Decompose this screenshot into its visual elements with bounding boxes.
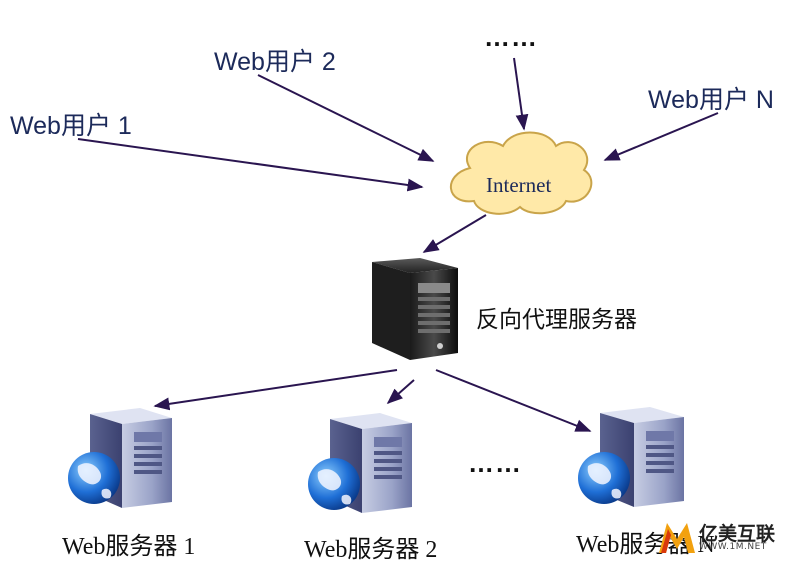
internet-cloud-icon: [450, 131, 593, 215]
arrow-user2-to-internet: [257, 74, 435, 162]
brand-m-icon: [659, 523, 695, 553]
web-server-2-label: Web服务器 2: [304, 537, 438, 563]
web-user-n-label: Web用户 N: [648, 86, 774, 114]
web-server-n-icon: [578, 407, 684, 507]
web-server-2-icon: [308, 413, 412, 513]
connection-arrows: [77, 57, 719, 432]
web-user-2-label: Web用户 2: [214, 48, 336, 76]
arrow-proxy-to-server2: [386, 379, 415, 405]
arrow-proxy-to-server1: [153, 369, 398, 411]
more-servers-ellipsis: ……: [468, 448, 522, 478]
web-user-1-label: Web用户 1: [10, 112, 132, 140]
brand-url: WWW.1M.NET: [699, 542, 767, 552]
arrow-user1-to-internet: [77, 138, 424, 192]
internet-label: Internet: [486, 173, 552, 197]
arrow-internet-to-proxy: [422, 214, 487, 253]
proxy-server-icon: [372, 258, 458, 360]
web-server-1-icon: [68, 408, 172, 508]
watermark-logo: 亿美互联 WWW.1M.NET: [657, 519, 803, 555]
web-server-1-label: Web服务器 1: [62, 534, 196, 560]
arrow-proxy-to-servern: [435, 369, 592, 432]
proxy-server-label: 反向代理服务器: [476, 307, 637, 333]
brand-name: 亿美互联: [699, 523, 776, 545]
arrow-more-to-internet: [513, 57, 529, 131]
arrow-usern-to-internet: [603, 112, 719, 161]
more-users-ellipsis: ……: [484, 22, 538, 52]
